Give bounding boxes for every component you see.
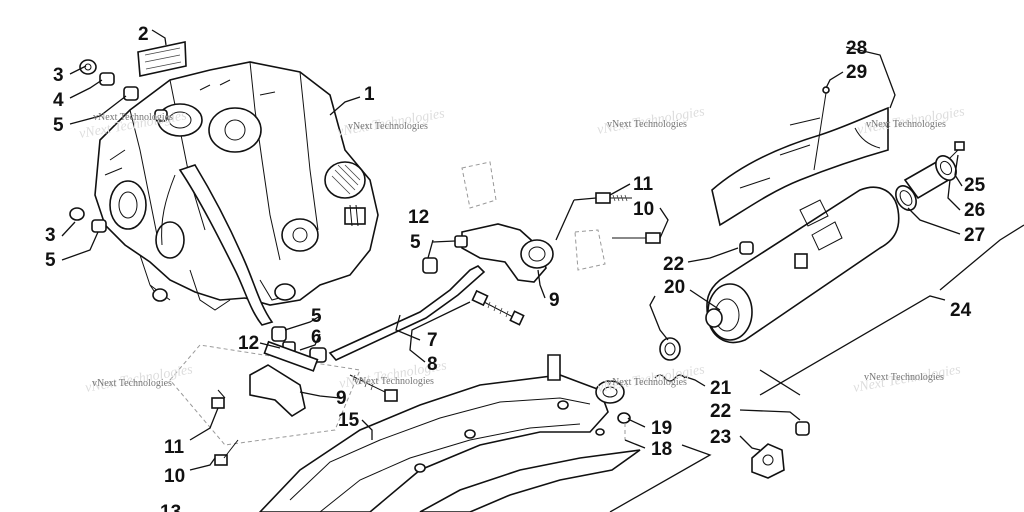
watermark-text: vNext Technologies (92, 378, 172, 389)
callout-3: 3 (45, 225, 56, 246)
callout-7: 7 (427, 330, 438, 351)
callout-22: 22 (710, 401, 731, 422)
callout-5: 5 (410, 232, 421, 253)
lower-mount-bracket (169, 326, 398, 466)
callout-13: 13 (160, 502, 181, 512)
callout-9: 9 (336, 388, 347, 409)
mount-grommets-lower (69, 207, 107, 233)
callout-15: 15 (338, 410, 360, 431)
heat-shield-28 (711, 86, 889, 227)
mount-grommet-upper-bracket (422, 257, 438, 274)
watermark-text: vNext Technologies (93, 112, 173, 123)
callout-23: 23 (710, 427, 731, 448)
brace-rod-7 (328, 265, 525, 361)
callout-labels: 1 2 3 4 5 3 5 12 5 11 10 9 7 8 5 6 12 9 … (45, 24, 986, 512)
exhaust-head-pipe (258, 354, 686, 512)
callout-2: 2 (138, 24, 149, 45)
callout-3: 3 (53, 65, 64, 86)
callout-12: 12 (408, 207, 429, 228)
watermark-text: vNext Technologies (607, 377, 687, 388)
callout-25: 25 (964, 175, 986, 196)
muffler-24 (705, 141, 965, 344)
callout-8: 8 (427, 354, 438, 375)
callout-1: 1 (364, 84, 375, 105)
callout-24: 24 (950, 300, 972, 321)
callout-5: 5 (311, 306, 322, 327)
callout-10: 10 (164, 466, 185, 487)
callout-12: 12 (238, 333, 259, 354)
watermark-text: vNext Technologies (348, 121, 428, 132)
decal-part-2 (137, 41, 187, 77)
callout-4: 4 (53, 90, 64, 111)
callout-22: 22 (663, 254, 684, 275)
callout-11: 11 (164, 437, 185, 458)
callout-29: 29 (846, 62, 867, 83)
callout-20: 20 (664, 277, 685, 298)
callout-26: 26 (964, 200, 985, 221)
mount-grommets-upper (79, 59, 168, 122)
watermark-text: vNext Technologies (866, 119, 946, 130)
callout-5: 5 (45, 250, 56, 271)
callout-21: 21 (710, 378, 732, 399)
leader-lines (61, 29, 1024, 512)
watermark-text: vNext Technologies (354, 376, 434, 387)
callout-6: 6 (311, 327, 322, 348)
watermark-text: vNext Technologies (864, 372, 944, 383)
callout-5: 5 (53, 115, 64, 136)
callout-11: 11 (633, 174, 654, 195)
callout-9: 9 (549, 290, 560, 311)
callout-18: 18 (651, 439, 672, 460)
muffler-mount-parts (659, 241, 810, 479)
upper-mount-bracket (454, 161, 661, 283)
callout-28: 28 (846, 38, 867, 59)
engine-assembly (94, 61, 379, 326)
callout-27: 27 (964, 225, 985, 246)
callout-10: 10 (633, 199, 654, 220)
watermark-text: vNext Technologies (607, 119, 687, 130)
callout-19: 19 (651, 418, 672, 439)
